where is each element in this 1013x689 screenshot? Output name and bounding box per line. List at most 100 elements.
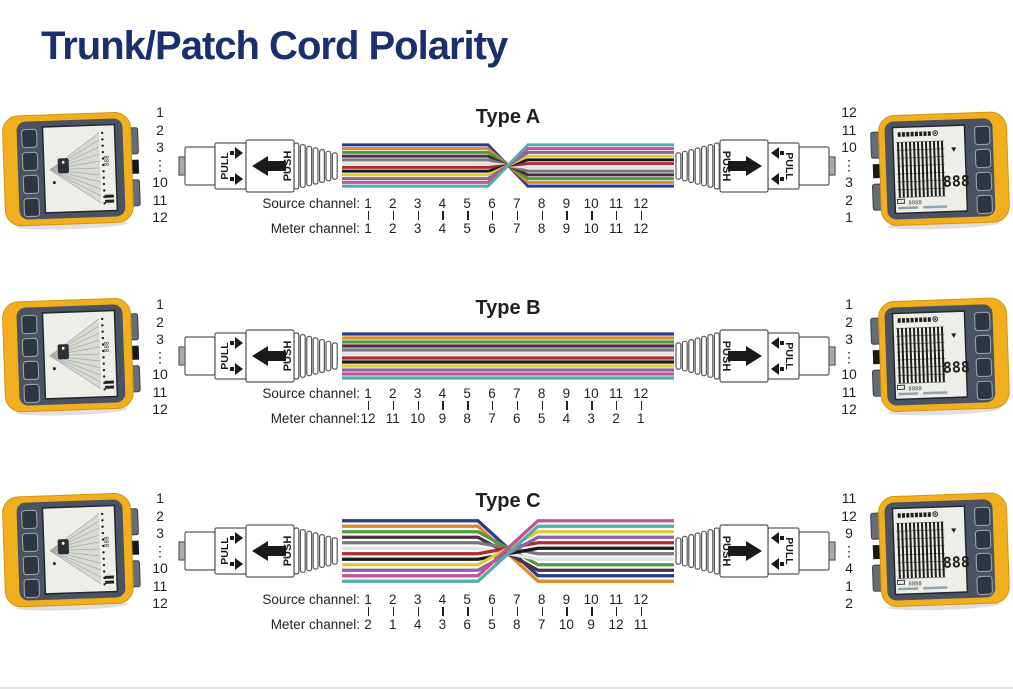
source-tester-device: 888: [2, 492, 141, 611]
channel-map-tick: [467, 211, 469, 220]
channel-map-tick: [392, 211, 395, 220]
channel-map-tick: [442, 401, 444, 410]
pull-label: PULL: [219, 342, 231, 370]
source-channel-number: 12: [633, 592, 649, 607]
source-channel-number: 3: [413, 196, 422, 211]
type-label: Type C: [475, 490, 541, 512]
source-channel-number: 9: [562, 592, 571, 607]
channel-number: ⋮: [153, 542, 167, 559]
channel-map-tick: [392, 607, 395, 616]
source-channel-number: 3: [413, 592, 422, 607]
arrow-icons: [230, 146, 286, 185]
fiber-ribbon: [342, 518, 674, 584]
device-buttons: [21, 128, 41, 218]
channel-number: 1: [156, 104, 164, 120]
source-channel-number: 5: [463, 592, 471, 607]
channel-number: 1: [156, 490, 164, 506]
channel-number: 12: [152, 209, 168, 225]
meter-channel-number: 12: [633, 221, 649, 236]
channel-map-tick: [467, 607, 469, 616]
device-buttons: [974, 311, 993, 401]
source-channel-number: 11: [608, 196, 623, 211]
channel-map-tick: [640, 401, 643, 410]
source-channel-number: 8: [537, 592, 546, 607]
channel-number: ⋮: [842, 156, 856, 173]
source-channel-number: 6: [488, 592, 496, 607]
meter-channel-number: 7: [513, 221, 521, 236]
meter-channel-number: 3: [413, 221, 422, 236]
channel-number: 11: [841, 121, 857, 138]
meter-channel-number: 6: [513, 411, 521, 426]
channel-map-tick: [640, 607, 643, 616]
fiber-rose: [342, 519, 674, 578]
channel-number: 3: [845, 331, 853, 347]
channel-map-tick: [492, 401, 494, 410]
source-channel-number: 10: [583, 196, 599, 211]
channel-map-tick: [616, 607, 618, 616]
fiber-ribbon: [342, 143, 674, 188]
meter-lcd-digits: 888: [943, 553, 971, 572]
channel-number: 2: [845, 313, 853, 330]
channel-number: 10: [152, 366, 168, 382]
channel-number: 12: [841, 401, 857, 417]
channel-number: 9: [845, 525, 853, 541]
channel-number: 3: [156, 139, 164, 155]
channel-number: 11: [152, 383, 168, 400]
source-channel-number: 4: [438, 592, 447, 607]
meter-channel-number: 8: [537, 221, 546, 236]
channel-map-tick: [591, 401, 593, 410]
channel-map-tick: [616, 401, 618, 410]
source-channel-number: 2: [389, 386, 397, 401]
channel-map-tick: [566, 607, 568, 616]
channel-map-tick: [591, 607, 593, 616]
meter-channel-number: 8: [463, 411, 471, 426]
channel-map-tick: [541, 211, 543, 220]
meter-channel-number: 7: [537, 617, 546, 632]
pull-label: PULL: [783, 537, 795, 565]
channel-number: 12: [841, 507, 857, 524]
channel-number: 11: [152, 577, 168, 594]
meter-lcd-digits: 888: [943, 358, 971, 377]
channel-map-tick: [392, 401, 395, 410]
channel-number: 2: [156, 507, 164, 524]
mpo-connector-left: PULL PUSH: [178, 134, 340, 198]
push-label: PUSH: [282, 341, 294, 372]
channel-number: 12: [841, 104, 857, 120]
source-channel-number: 2: [389, 196, 397, 211]
source-channel-number: 11: [608, 592, 623, 607]
meter-channel-number: 12: [360, 411, 376, 426]
channel-map-tick: [368, 607, 370, 616]
channel-number: ⋮: [153, 348, 167, 365]
arrow-icons: [728, 337, 784, 375]
channel-map-tick: [640, 211, 643, 220]
meter-channel-number: 4: [413, 617, 422, 632]
channel-map-tick: [591, 211, 593, 220]
source-channel-number: 6: [488, 196, 496, 211]
source-channel-number: 5: [463, 386, 471, 401]
meter-channel-number: 3: [438, 617, 447, 632]
channel-number: 3: [156, 525, 164, 541]
meter-channel-number: 11: [385, 411, 400, 426]
arrow-icons: [230, 337, 286, 375]
push-label: PUSH: [720, 150, 732, 181]
source-channel-label: Source channel:: [262, 386, 360, 401]
channel-number: 1: [845, 209, 853, 225]
meter-channel-number: 4: [562, 411, 571, 426]
device-buttons: [974, 125, 993, 215]
channel-map-tick: [566, 401, 568, 410]
push-label: PUSH: [282, 536, 294, 567]
channel-number: 10: [841, 366, 857, 382]
source-channel-number: 4: [438, 386, 447, 401]
meter-channel-number: 4: [438, 221, 447, 236]
source-channel-number: 7: [513, 386, 521, 401]
source-channel-number: 7: [513, 196, 521, 211]
channel-map-tick: [516, 211, 519, 220]
meter-channel-number: 3: [587, 411, 595, 426]
channel-number: 2: [845, 191, 853, 208]
